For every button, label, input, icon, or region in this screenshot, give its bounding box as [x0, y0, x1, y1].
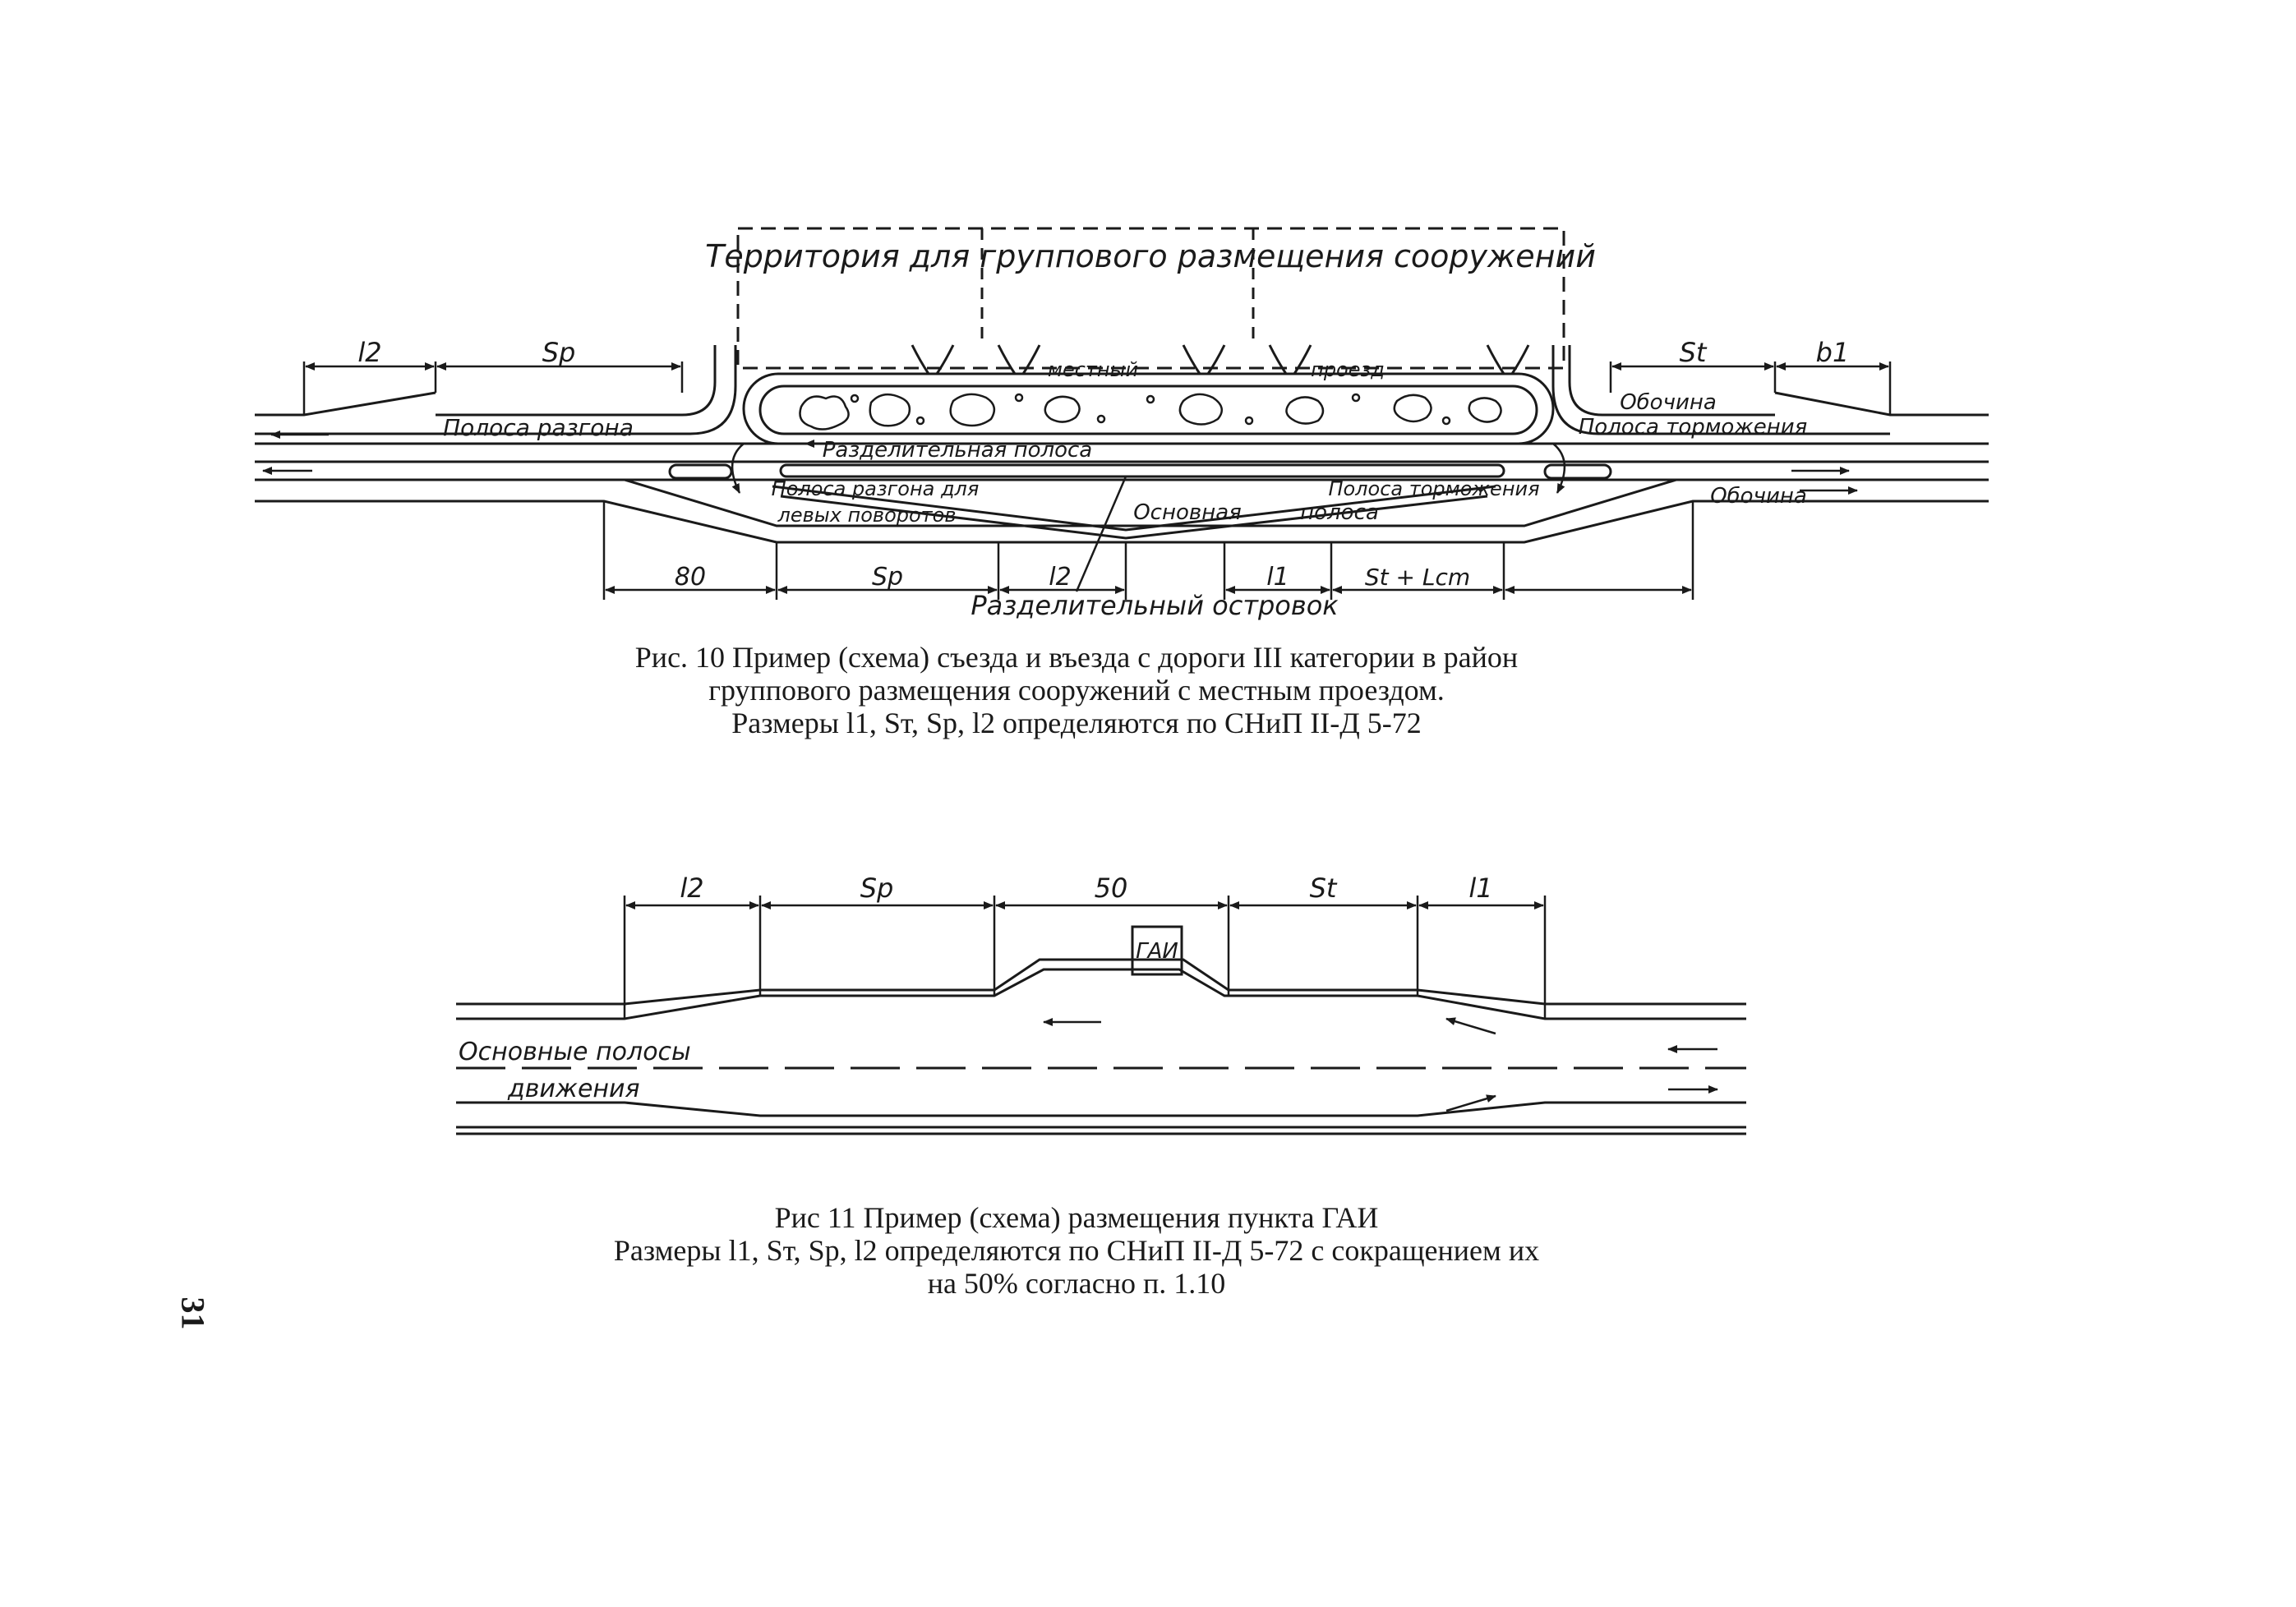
fig11-dim-l2: l2 [680, 873, 703, 904]
main-lanes-label-1: Основные полосы [459, 1038, 691, 1066]
vegetation [799, 393, 1502, 431]
left-connector-2 [255, 345, 737, 435]
gai-box [1131, 925, 1183, 976]
dim-b1-top: b1 [1816, 337, 1850, 368]
left-turn-taper [772, 485, 1496, 532]
fig11-arrow-diag-bottom [1445, 1094, 1496, 1112]
left-turn-taper-2 [780, 495, 1488, 540]
right-connector [1568, 345, 1775, 417]
fig11-dim-sp: Sp [860, 873, 894, 904]
access-stub-4 [1268, 344, 1312, 375]
dim-80: 80 [675, 563, 706, 592]
shoulder-label-1: Обочина [1620, 390, 1717, 415]
fig10-top-dims [302, 361, 1892, 415]
right-connector-2 [1551, 345, 1890, 435]
main-lane-label-1: Основная [1133, 500, 1242, 525]
fig11-caption: Рис 11 Пример (схема) размещения пункта … [460, 1201, 1693, 1300]
fig11-caption-line1: Рис 11 Пример (схема) размещения пункта … [774, 1201, 1379, 1234]
curb-right-lower [1552, 443, 1566, 494]
fig10-caption-line2: группового размещения сооружений с местн… [708, 674, 1445, 707]
access-stub-3 [1182, 344, 1226, 375]
separating-lane-label: Разделительная полоса [823, 438, 1093, 463]
fig10-caption-line3: Размеры l1, Sт, Sр, l2 определяются по С… [731, 707, 1422, 739]
dim-l2-top: l2 [357, 337, 381, 368]
fig11-labels: l2 Sp 50 St l1 ГАИ Основные полосы движе… [459, 873, 1493, 1103]
fig10-caption: Рис. 10 Пример (схема) съезда и въезда с… [460, 641, 1693, 739]
fig11-caption-line2: Размеры l1, Sт, Sр, l2 определяются по С… [613, 1234, 1540, 1267]
page-number: 31 [174, 1296, 212, 1330]
fig11-arrow-diag-top [1445, 1017, 1496, 1035]
fig11-dims [623, 896, 1547, 1019]
access-stub-1 [911, 344, 955, 375]
decel-lane-label: Полоса торможения [1579, 415, 1808, 440]
local-road-label-2: проезд [1311, 358, 1385, 381]
dim-sp-bottom: Sp [872, 563, 903, 592]
fig11-top-edge [456, 958, 1746, 1006]
island-label: Разделительный островок [970, 590, 1339, 621]
fig11-caption-line3: на 50% согласно п. 1.10 [927, 1267, 1226, 1300]
main-lane-label-2: полоса [1300, 500, 1379, 525]
local-road-inner [758, 384, 1538, 435]
territory-label: Территория для группового размещения соо… [705, 238, 1596, 274]
main-lanes-label-2: движения [507, 1075, 640, 1103]
fig11-top-edge-inner [456, 968, 1746, 1020]
top-edge-left [255, 391, 436, 417]
lower-lane-outer [255, 500, 1989, 544]
accel-lane-label: Полоса разгона [443, 414, 634, 441]
dim-st-lcm: St + Lcm [1365, 564, 1470, 591]
dim-st-top: St [1680, 337, 1708, 368]
accel-left-turn-label-2: левых поворотов [777, 504, 957, 527]
island-center [779, 463, 1505, 478]
decel-lane-label-2: Полоса торможения [1328, 477, 1539, 500]
figure-10 [255, 227, 1989, 600]
fig10-caption-line1: Рис. 10 Пример (схема) съезда и въезда с… [634, 641, 1519, 674]
shoulder-label-2: Обочина [1710, 484, 1807, 509]
curb-left-lower [731, 443, 745, 494]
access-stub-2 [997, 344, 1041, 375]
dim-l1-bottom: l1 [1266, 563, 1289, 592]
island-left [668, 463, 733, 480]
fig10-labels: Территория для группового размещения соо… [357, 238, 1849, 621]
access-stub-5 [1486, 344, 1530, 375]
fig10-bottom-dims [602, 476, 1694, 600]
local-road-label-1: местный [1048, 358, 1138, 381]
figure-11 [456, 896, 1746, 1135]
accel-left-turn-label-1: Полоса разгона для [772, 477, 980, 500]
dim-sp-top: Sp [542, 337, 576, 368]
fig11-dim-st: St [1310, 873, 1338, 904]
dim-l2-bottom: l2 [1049, 563, 1071, 592]
island-right [1543, 463, 1612, 480]
gai-box-label: ГАИ [1136, 939, 1178, 964]
island-leader [1075, 476, 1127, 592]
fig11-dim-50: 50 [1095, 873, 1128, 904]
fig11-dim-l1: l1 [1468, 873, 1492, 904]
left-connector [436, 345, 717, 417]
top-edge-right [1774, 391, 1989, 417]
fig11-bottom-edge [456, 1101, 1746, 1117]
